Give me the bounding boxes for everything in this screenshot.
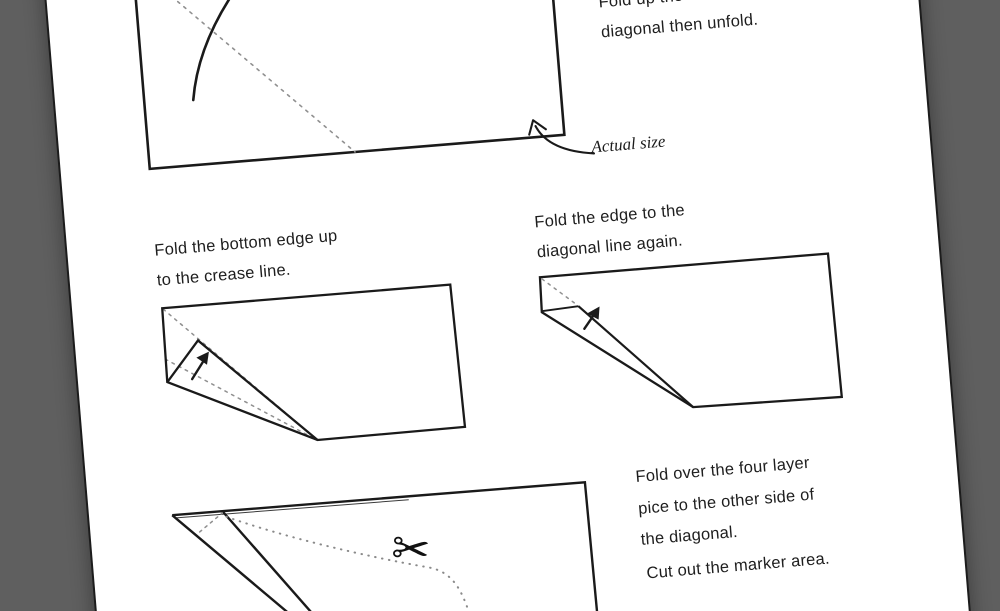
origami-instruction-sheet: ✂ Fold up the co diagonal then unfold. A… bbox=[40, 0, 978, 611]
crease-remnant-line bbox=[541, 278, 578, 306]
cut-line-dotted bbox=[225, 515, 471, 611]
paper-outline bbox=[161, 283, 467, 442]
step4-caption: Fold over the four layer pice to the oth… bbox=[634, 448, 818, 557]
scissors-icon: ✂ bbox=[390, 520, 432, 577]
crease-remnant-line bbox=[198, 512, 223, 533]
step4-diagram: ✂ bbox=[171, 480, 611, 611]
paper-square-outline bbox=[131, 0, 566, 171]
fold-arc-arrow bbox=[191, 0, 269, 102]
flap-crease-line bbox=[164, 358, 317, 440]
outer-fold-edge bbox=[171, 514, 327, 611]
folded-flap-edge bbox=[166, 338, 319, 441]
inner-fold-edge bbox=[577, 305, 694, 408]
fold-direction-arrowhead bbox=[196, 351, 209, 365]
fold-direction-arrow-shaft bbox=[190, 360, 204, 381]
step3-caption: Fold the edge to the diagonal line again… bbox=[533, 195, 688, 267]
actual-size-arrowhead bbox=[528, 119, 547, 136]
paper-outline bbox=[538, 252, 844, 409]
layered-edge-line bbox=[174, 499, 409, 519]
flap-top-edge bbox=[541, 305, 579, 313]
paper-outline bbox=[172, 480, 611, 611]
diagonal-crease-line bbox=[134, 0, 356, 153]
inner-fold-edge bbox=[222, 511, 340, 611]
fold-direction-arrowhead bbox=[587, 306, 600, 320]
fold-direction-arrow-shaft bbox=[583, 315, 594, 330]
step1-diagram bbox=[131, 0, 596, 171]
actual-size-pointer-curve bbox=[534, 125, 596, 155]
step2-diagram bbox=[161, 283, 467, 442]
instruction-diagrams: ✂ bbox=[131, 0, 844, 611]
step3-diagram bbox=[538, 252, 844, 409]
